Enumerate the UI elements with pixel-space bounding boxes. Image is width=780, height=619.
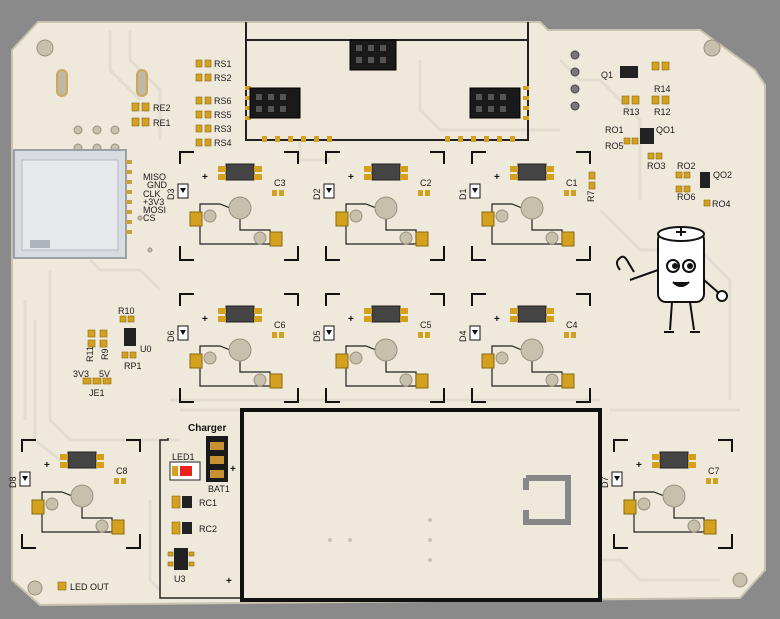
cap-label: C8 <box>116 466 128 476</box>
ro3-label: RO3 <box>647 161 666 171</box>
je1-label: JE1 <box>89 388 105 398</box>
diode-label: D6 <box>166 330 176 342</box>
left-mid-components: R10 R11 R9 U0 RP1 3V3 5V JE1 <box>73 306 152 398</box>
battery-holder <box>240 408 602 602</box>
switch-6: + D4 C4 <box>458 293 591 403</box>
bat-plus: + <box>230 464 236 475</box>
sd-pin-3v3: +3V3 <box>143 197 164 207</box>
svg-text:+: + <box>494 314 500 325</box>
sd-card-socket <box>13 149 132 259</box>
r10-label: R10 <box>118 306 135 316</box>
svg-text:+: + <box>494 172 500 183</box>
r7: R7 <box>586 171 596 202</box>
copper-traces <box>23 30 740 592</box>
pin-header-top <box>349 39 397 71</box>
rc2-label: RC2 <box>199 524 217 534</box>
ro5-label: RO5 <box>605 141 624 151</box>
svg-text:+: + <box>636 460 642 471</box>
sd-pin-mosi: MOSI <box>143 205 166 215</box>
re-resistors: RE2 RE1 <box>131 102 171 128</box>
vias <box>27 39 748 596</box>
slot-right <box>136 69 148 97</box>
svg-text:+: + <box>348 314 354 325</box>
qo2-label: QO2 <box>713 170 732 180</box>
q1-label: Q1 <box>601 70 613 80</box>
rs3-label: RS3 <box>214 124 232 134</box>
re2-label: RE2 <box>153 103 171 113</box>
diode-label: D2 <box>312 188 322 200</box>
svg-text:+: + <box>202 172 208 183</box>
cap-label: C2 <box>420 178 432 188</box>
rs5-label: RS5 <box>214 110 232 120</box>
svg-text:+: + <box>44 460 50 471</box>
sd-pin-labels: MISO GND CLK +3V3 MOSI CS <box>143 172 168 223</box>
3v3-label: 3V3 <box>73 369 89 379</box>
battery-mascot <box>616 226 728 333</box>
pin-header-left <box>249 87 301 119</box>
led-out-label: LED OUT <box>70 582 110 592</box>
switch-8: + D7 C7 <box>600 439 733 549</box>
rc1-label: RC1 <box>199 498 217 508</box>
svg-text:+: + <box>202 314 208 325</box>
qo1-label: QO1 <box>656 125 675 135</box>
r11-label: R11 <box>85 346 95 362</box>
rs-resistors: RS1 RS2 RS6 RS5 RS3 RS4 <box>195 59 232 148</box>
rs2-label: RS2 <box>214 73 232 83</box>
rs1-label: RS1 <box>214 59 232 69</box>
diode-label: D3 <box>166 188 176 200</box>
diode-label: D1 <box>458 188 468 200</box>
rp1-label: RP1 <box>124 361 142 371</box>
switch-2: + D2 C2 <box>312 151 445 261</box>
diode-label: D7 <box>600 476 610 488</box>
pin-header-right <box>469 87 521 119</box>
r7-label: R7 <box>586 190 596 202</box>
sd-pin-cs: CS <box>143 213 156 223</box>
ro2-label: RO2 <box>677 161 696 171</box>
switch-3: + D1 C1 <box>458 151 591 261</box>
ro1-label: RO1 <box>605 125 624 135</box>
right-top-components: Q1 R14 R13 R12 RO1 QO1 RO5 RO3 RO2 QO2 R… <box>570 50 732 209</box>
cap-label: C1 <box>566 178 578 188</box>
slot-left <box>56 69 68 97</box>
5v-label: 5V <box>99 369 110 379</box>
cap-label: C7 <box>708 466 720 476</box>
sd-pin-clk: CLK <box>143 189 161 199</box>
rs6-label: RS6 <box>214 96 232 106</box>
switch-1: + D3 C3 <box>166 151 299 261</box>
switch-5: + D5 C5 <box>312 293 445 403</box>
r13-label: R13 <box>623 107 640 117</box>
diode-label: D8 <box>8 476 18 488</box>
led-out: LED OUT <box>57 581 110 592</box>
ro4-label: RO4 <box>712 199 731 209</box>
r12-label: R12 <box>654 107 671 117</box>
bat1-label: BAT1 <box>208 484 230 494</box>
r9-label: R9 <box>100 348 110 360</box>
sd-pin-gnd: GND <box>147 180 168 190</box>
svg-text:+: + <box>348 172 354 183</box>
r14-label: R14 <box>654 84 671 94</box>
re1-label: RE1 <box>153 118 171 128</box>
u0-label: U0 <box>140 344 152 354</box>
led1-label: LED1 <box>172 452 195 462</box>
charger-title: Charger <box>188 423 226 434</box>
switch-footprints: + D3 C3 + D2 C2 + D1 C1 + D6 C6 + D5 C5 + D4 C4 + D8 C8 + D7 C7 <box>8 151 733 549</box>
diode-label: D4 <box>458 330 468 342</box>
sd-pin-miso: MISO <box>143 172 166 182</box>
cap-label: C3 <box>274 178 286 188</box>
cap-label: C4 <box>566 320 578 330</box>
cap-label: C5 <box>420 320 432 330</box>
battery-plus: + <box>226 576 232 587</box>
rs4-label: RS4 <box>214 138 232 148</box>
diode-label: D5 <box>312 330 322 342</box>
charger-section: Charger + LED1 BAT1 RC1 RC2 U3 + <box>159 423 240 599</box>
u3-label: U3 <box>174 574 186 584</box>
cap-label: C6 <box>274 320 286 330</box>
switch-4: + D6 C6 <box>166 293 299 403</box>
ro6-label: RO6 <box>677 192 696 202</box>
switch-7: + D8 C8 <box>8 439 141 549</box>
